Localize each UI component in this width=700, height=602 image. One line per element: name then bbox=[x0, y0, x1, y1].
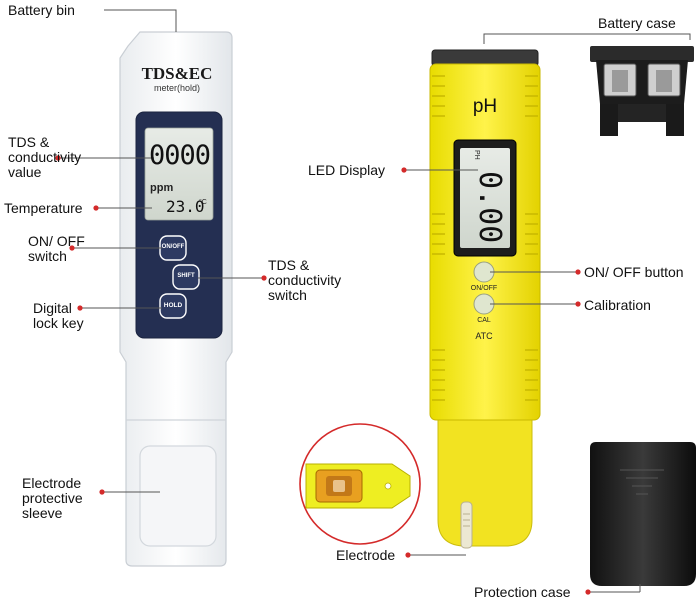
protection-case bbox=[590, 442, 696, 586]
ph-display-reading: 0.00 bbox=[472, 171, 507, 244]
ph-title: pH bbox=[472, 96, 498, 117]
ph-atc-label: ATC bbox=[475, 331, 493, 341]
electrode-zoom-inset bbox=[299, 423, 421, 545]
electrode-sleeve-window bbox=[139, 445, 217, 547]
tds-button-hold[interactable] bbox=[159, 293, 187, 319]
ph-meter bbox=[429, 49, 541, 549]
tds-meter bbox=[119, 31, 233, 567]
dot-tds-value bbox=[55, 155, 61, 161]
tds-button-hold-label: HOLD bbox=[163, 302, 183, 309]
tds-lcd-display bbox=[144, 127, 214, 221]
leader-battery-bin bbox=[104, 9, 177, 32]
label-digital-lock-key: Digital lock key bbox=[33, 300, 84, 331]
dot-led-display bbox=[401, 167, 407, 173]
label-on-off-button: ON/ OFF button bbox=[584, 264, 684, 280]
leader-lines bbox=[58, 9, 691, 593]
label-electrode: Electrode bbox=[336, 547, 396, 563]
label-calibration: Calibration bbox=[584, 297, 651, 313]
dot-on-off-switch bbox=[69, 245, 75, 251]
tds-temperature-reading: 23.0 bbox=[166, 197, 205, 216]
ph-button-on-off-label: ON/OFF bbox=[470, 285, 498, 292]
tds-button-shift-label: SHIFT bbox=[177, 273, 195, 279]
tds-display-unit: ppm bbox=[150, 182, 174, 194]
label-tds-conductivity-switch: TDS & conductivity switch bbox=[268, 257, 342, 303]
dot-on-off-button bbox=[575, 269, 581, 275]
ph-electrode-tip bbox=[460, 501, 473, 549]
label-temperature: Temperature bbox=[4, 200, 83, 216]
leader-dots bbox=[55, 155, 591, 595]
dot-digital-lock bbox=[77, 305, 83, 311]
label-electrode-protective-sleeve: Electrode protective sleeve bbox=[22, 475, 83, 521]
dot-electrode bbox=[405, 552, 411, 558]
tds-temperature-unit: °C bbox=[199, 199, 207, 206]
leader-battery-case bbox=[483, 33, 691, 44]
label-battery-bin: Battery bin bbox=[8, 2, 75, 18]
tds-brand-title: TDS&EC bbox=[141, 64, 213, 83]
label-tds-conductivity-value: TDS & conductivity value bbox=[8, 134, 82, 180]
label-protection-case: Protection case bbox=[474, 584, 571, 600]
dot-electrode-sleeve bbox=[99, 489, 105, 495]
label-led-display: LED Display bbox=[308, 162, 386, 178]
ph-grip-ribs-right bbox=[525, 75, 538, 401]
tds-button-shift[interactable] bbox=[172, 264, 200, 290]
label-on-off-switch: ON/ OFF switch bbox=[28, 233, 85, 264]
ph-grip-ribs-left bbox=[432, 75, 445, 401]
tds-button-on-off-label: ON/OFF bbox=[161, 244, 185, 250]
label-battery-case: Battery case bbox=[598, 15, 676, 31]
ph-button-cal-label: CAL bbox=[477, 317, 491, 324]
ph-lcd-display bbox=[460, 148, 510, 248]
dot-protection-case bbox=[585, 589, 591, 595]
ph-display-indicator: PH bbox=[473, 150, 480, 160]
dot-tds-switch bbox=[261, 275, 267, 281]
dot-calibration bbox=[575, 301, 581, 307]
battery-case bbox=[590, 46, 694, 136]
ph-electrode-sleeve bbox=[437, 419, 533, 547]
tds-subtitle: meter(hold) bbox=[153, 83, 200, 93]
tds-display-reading: 0000 bbox=[149, 140, 211, 171]
dot-temperature bbox=[93, 205, 99, 211]
